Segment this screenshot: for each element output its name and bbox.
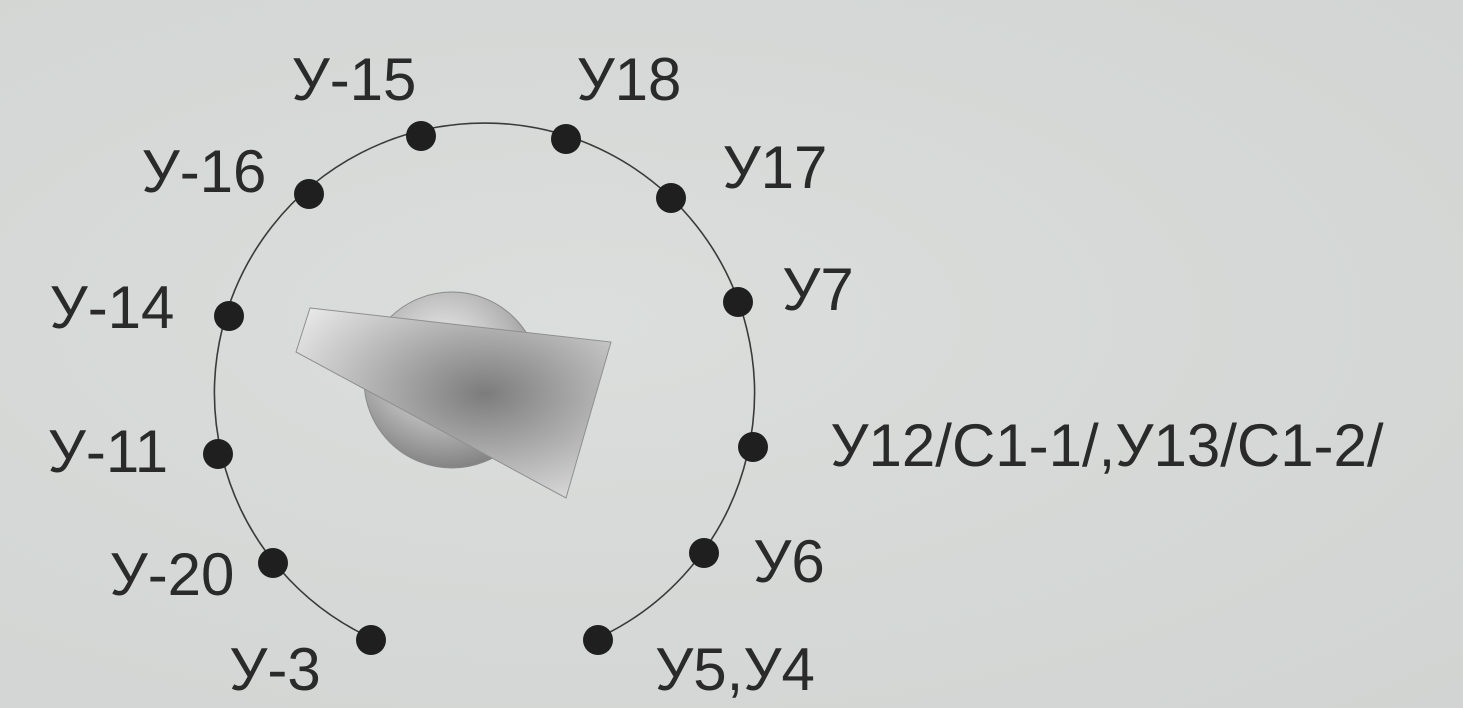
position-dot[interactable] (356, 625, 386, 655)
position-markers: У-3 У-20 У-11 У-14 У-16 У-15 У18У17У7У12/С1-1/… (48, 46, 1384, 703)
position-label: У6 (753, 528, 824, 595)
position-dot[interactable] (551, 124, 581, 154)
position-label: У5,У4 (655, 636, 815, 703)
position-dot[interactable] (406, 121, 436, 151)
position-label: У-15 (292, 46, 417, 113)
position-dot[interactable] (738, 432, 768, 462)
selector-position[interactable]: У-15 (292, 46, 436, 151)
position-label: У-16 (142, 138, 267, 205)
position-label: У-14 (50, 274, 175, 341)
position-label: У12/С1-1/,У13/С1-2/ (830, 412, 1383, 479)
position-dot[interactable] (723, 287, 753, 317)
position-dot[interactable] (583, 625, 613, 655)
selector-position[interactable]: У-11 (48, 418, 233, 485)
selector-position[interactable]: У12/С1-1/,У13/С1-2/ (738, 412, 1384, 479)
knob-lever (295, 307, 612, 499)
selector-position[interactable]: У17 (656, 134, 827, 213)
position-label: У-20 (110, 541, 235, 608)
position-label: У17 (723, 134, 828, 201)
selector-position[interactable]: У-20 (110, 541, 288, 608)
position-dot[interactable] (214, 301, 244, 331)
position-dot[interactable] (294, 179, 324, 209)
selector-position[interactable]: У6 (689, 528, 825, 595)
selector-position[interactable]: У7 (723, 256, 854, 323)
selector-position[interactable]: У18 (551, 46, 681, 154)
position-dot[interactable] (258, 548, 288, 578)
position-label: У-3 (229, 636, 320, 703)
position-dot[interactable] (656, 183, 686, 213)
position-dot[interactable] (203, 439, 233, 469)
position-dot[interactable] (689, 538, 719, 568)
position-label: У-11 (48, 418, 168, 485)
selector-position[interactable]: У-16 (142, 138, 324, 209)
selector-position[interactable]: У5,У4 (583, 625, 815, 703)
selector-position[interactable]: У-3 (229, 625, 386, 703)
selector-position[interactable]: У-14 (50, 274, 244, 341)
selector-knob[interactable] (295, 291, 612, 499)
position-label: У18 (577, 46, 682, 113)
position-label: У7 (782, 256, 853, 323)
